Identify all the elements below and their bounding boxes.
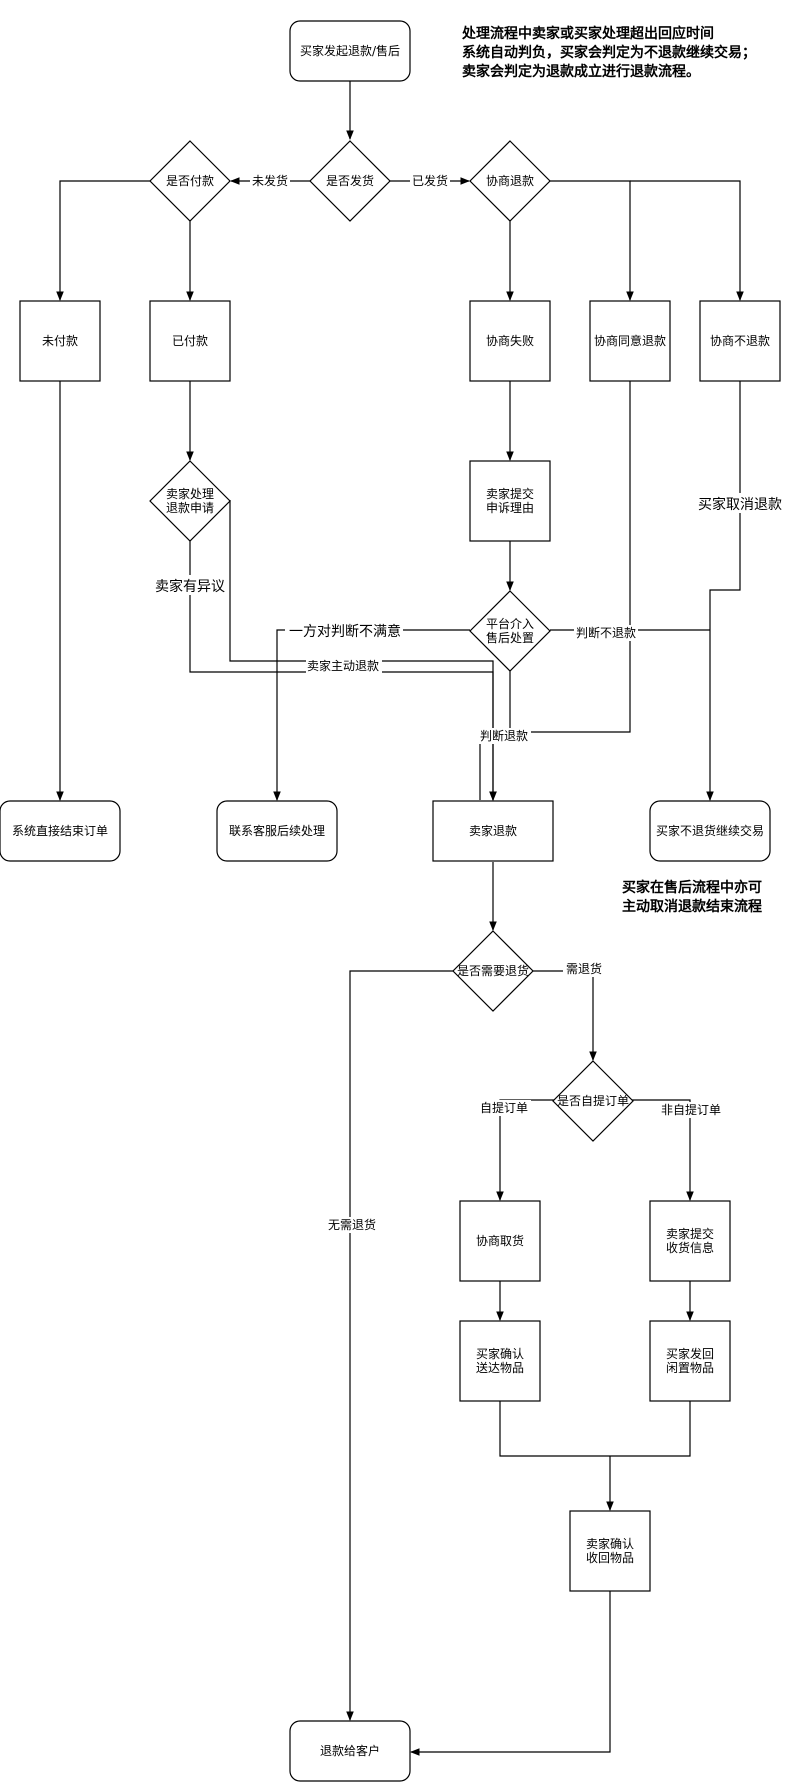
edge-to-unpaid [56, 180, 152, 301]
node-buyer-return-line1: 买家发回 [666, 1346, 714, 1361]
node-buyer-continue-label: 买家不退货继续交易 [656, 823, 764, 838]
note-bottom-line1: 买家在售后流程中亦可 [622, 879, 762, 896]
node-seller-addr[interactable]: 卖家提交 收货信息 [649, 1200, 731, 1282]
node-cs[interactable]: 联系客服后续处理 [216, 800, 338, 862]
note-top-line1: 处理流程中卖家或买家处理超出回应时间 [461, 25, 714, 42]
node-neg-no-label: 协商不退款 [710, 333, 770, 348]
node-neg-agree[interactable]: 协商同意退款 [589, 300, 671, 382]
node-refund-customer-label: 退款给客户 [320, 1743, 380, 1758]
note-bottom-line2: 主动取消退款结束流程 [622, 898, 762, 915]
node-seller-appeal-line2: 申诉理由 [486, 501, 534, 515]
node-sys-end-label: 系统直接结束订单 [12, 823, 108, 838]
node-seller-confirm-line1: 卖家确认 [586, 1536, 634, 1551]
node-paid[interactable]: 已付款 [149, 300, 231, 382]
decision-seller-handle-line2: 退款申请 [166, 501, 214, 515]
decision-negotiate[interactable]: 协商退款 [469, 140, 551, 222]
decision-self-pickup-label: 是否自提订单 [557, 1093, 629, 1108]
edge-non-self-pickup [631, 1099, 694, 1201]
label-unsatisfied: 一方对判断不满意 [289, 623, 401, 640]
node-buyer-confirm-line2: 送达物品 [476, 1360, 524, 1375]
node-neg-pickup-label: 协商取货 [476, 1233, 524, 1248]
node-seller-confirm-line2: 收回物品 [586, 1551, 634, 1565]
note-top-line3: 卖家会判定为退款成立进行退款流程。 [462, 63, 700, 80]
note-top-line2: 系统自动判负，买家会判定为不退款继续交易； [462, 44, 756, 61]
node-unpaid[interactable]: 未付款 [19, 300, 101, 382]
node-seller-confirm[interactable]: 卖家确认 收回物品 [569, 1510, 651, 1592]
edge-need-return [531, 970, 597, 1061]
node-refund-customer[interactable]: 退款给客户 [289, 1720, 411, 1782]
edge-unsatisfied [273, 629, 470, 801]
edge-neg-agree-to-refund [479, 380, 631, 800]
edge-merge-left [499, 1400, 691, 1457]
label-not-shipped: 未发货 [252, 173, 288, 188]
edge-labels: 未发货 已发货 买家取消退款 卖家有异议 一方对判断不满意 判断不退款 卖家主动… [152, 173, 785, 1233]
edge-judge-refund [493, 670, 511, 733]
node-seller-appeal[interactable]: 卖家提交 申诉理由 [469, 460, 551, 542]
node-buyer-return-line2: 闲置物品 [666, 1361, 714, 1375]
nodes: 买家发起退款/售后 是否发货 是否付款 协商退款 未付款 已付款 [0, 20, 781, 1782]
decision-need-return-label: 是否需要退货 [457, 963, 529, 978]
decision-platform-line1: 平台介入 [486, 616, 534, 631]
edge-no-return [346, 970, 455, 1721]
edge-seller-active-refund [229, 500, 497, 801]
edge-to-neg-agree [550, 180, 634, 301]
node-buyer-confirm[interactable]: 买家确认 送达物品 [459, 1320, 541, 1402]
decision-seller-handle-line1: 卖家处理 [166, 486, 214, 501]
label-seller-objection: 卖家有异议 [155, 578, 225, 595]
node-buyer-return[interactable]: 买家发回 闲置物品 [649, 1320, 731, 1402]
label-non-self-pickup: 非自提订单 [661, 1102, 721, 1117]
node-unpaid-label: 未付款 [42, 334, 78, 348]
decision-self-pickup[interactable]: 是否自提订单 [552, 1060, 634, 1142]
label-no-return: 无需退货 [328, 1217, 376, 1232]
decision-shipped-label: 是否发货 [326, 173, 374, 188]
decision-platform[interactable]: 平台介入 售后处置 [469, 590, 551, 672]
node-neg-fail[interactable]: 协商失败 [469, 300, 551, 382]
decision-paid-label: 是否付款 [166, 174, 214, 188]
node-cs-label: 联系客服后续处理 [229, 823, 325, 838]
node-seller-refund-label: 卖家退款 [469, 823, 517, 838]
label-seller-active-refund: 卖家主动退款 [307, 658, 379, 673]
node-seller-addr-line1: 卖家提交 [666, 1226, 714, 1241]
edge-to-neg-no [630, 180, 744, 301]
edge-buyer-cancel [706, 380, 741, 801]
decision-shipped[interactable]: 是否发货 [309, 140, 391, 222]
node-buyer-confirm-line1: 买家确认 [476, 1346, 524, 1361]
node-start[interactable]: 买家发起退款/售后 [289, 20, 411, 82]
decision-seller-handle[interactable]: 卖家处理 退款申请 [149, 460, 231, 542]
label-judge-no-refund: 判断不退款 [576, 625, 636, 640]
node-neg-agree-label: 协商同意退款 [594, 333, 666, 348]
node-start-label: 买家发起退款/售后 [300, 43, 400, 58]
node-buyer-continue[interactable]: 买家不退货继续交易 [649, 800, 771, 862]
label-need-return: 需退货 [566, 961, 602, 976]
node-seller-addr-line2: 收货信息 [666, 1240, 714, 1255]
label-shipped: 已发货 [412, 173, 448, 188]
node-paid-label: 已付款 [172, 334, 208, 348]
node-neg-no[interactable]: 协商不退款 [699, 300, 781, 382]
decision-platform-line2: 售后处置 [486, 630, 534, 645]
node-sys-end[interactable]: 系统直接结束订单 [0, 800, 121, 862]
edge-to-refund-customer [410, 1590, 611, 1756]
node-seller-appeal-line1: 卖家提交 [486, 486, 534, 501]
node-neg-pickup[interactable]: 协商取货 [459, 1200, 541, 1282]
label-buyer-cancel: 买家取消退款 [698, 496, 782, 513]
decision-negotiate-label: 协商退款 [486, 173, 534, 188]
node-neg-fail-label: 协商失败 [486, 333, 534, 348]
decision-paid[interactable]: 是否付款 [149, 140, 231, 222]
node-seller-refund[interactable]: 卖家退款 [432, 800, 554, 862]
label-judge-refund: 判断退款 [480, 728, 528, 743]
decision-need-return[interactable]: 是否需要退货 [452, 930, 534, 1012]
notes: 处理流程中卖家或买家处理超出回应时间 系统自动判负，买家会判定为不退款继续交易；… [461, 25, 762, 915]
label-self-pickup: 自提订单 [480, 1100, 528, 1115]
